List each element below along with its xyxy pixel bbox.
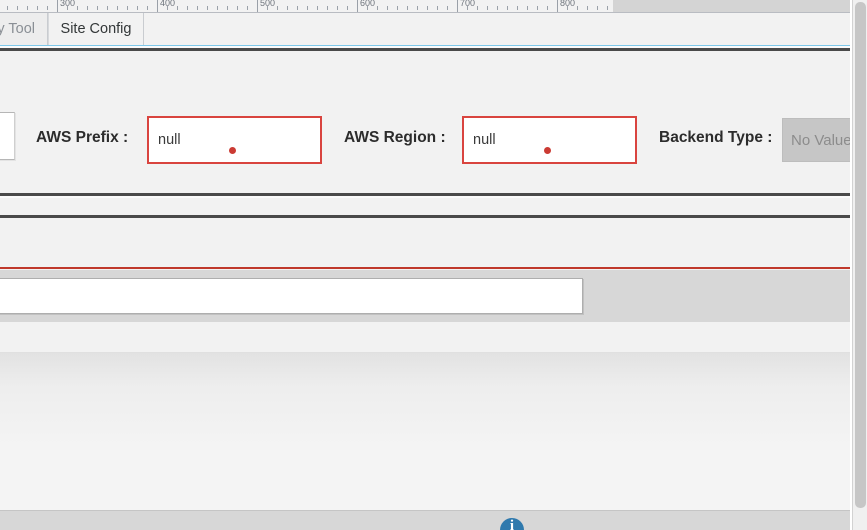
ruler-minor-tick xyxy=(337,6,338,10)
scrollbar-gutter xyxy=(850,0,852,530)
ruler-minor-tick xyxy=(517,6,518,10)
ruler-minor-tick xyxy=(177,6,178,10)
site-config-form: AWS Prefix : null AWS Region : null Back… xyxy=(0,51,867,193)
ruler-minor-tick xyxy=(597,6,598,10)
divider-mid-upper-highlight xyxy=(0,196,867,198)
tabbar-highlight-rule xyxy=(0,46,867,48)
ruler-minor-tick xyxy=(507,6,508,10)
ruler-tick-label: 600 xyxy=(360,0,376,8)
aws-region-label: AWS Region : xyxy=(344,129,446,146)
ruler-minor-tick xyxy=(317,6,318,10)
ruler-minor-tick xyxy=(87,6,88,10)
ruler-minor-tick xyxy=(107,6,108,10)
divider-top xyxy=(0,48,867,51)
ruler-minor-tick xyxy=(297,6,298,10)
ruler-minor-tick xyxy=(97,6,98,10)
error-rule xyxy=(0,267,867,269)
ruler-major-tick xyxy=(257,0,258,12)
ruler-minor-tick xyxy=(547,6,548,10)
ruler-minor-tick xyxy=(527,6,528,10)
ruler-tick-label: 400 xyxy=(160,0,176,8)
ruler-minor-tick xyxy=(127,6,128,10)
aws-prefix-input[interactable]: null xyxy=(147,116,322,164)
aws-region-error-marker-icon xyxy=(544,147,551,154)
ruler-tick-label: 500 xyxy=(260,0,276,8)
horizontal-ruler: 300 400 500 600 700 800 xyxy=(0,0,867,13)
ruler-minor-tick xyxy=(467,6,468,10)
tab-bar: y Tool Site Config xyxy=(0,13,867,46)
ruler-minor-tick xyxy=(447,6,448,10)
ruler-minor-tick xyxy=(227,6,228,10)
ruler-major-tick xyxy=(57,0,58,12)
status-bar xyxy=(0,510,867,530)
ruler-minor-tick xyxy=(247,6,248,10)
ruler-minor-tick xyxy=(147,6,148,10)
lower-text-input[interactable] xyxy=(0,278,583,314)
ruler-minor-tick xyxy=(407,6,408,10)
ruler-active-region xyxy=(0,0,613,13)
ruler-minor-tick xyxy=(37,6,38,10)
ruler-major-tick xyxy=(557,0,558,12)
ruler-minor-tick xyxy=(437,6,438,10)
ruler-minor-tick xyxy=(567,6,568,10)
ruler-minor-tick xyxy=(327,6,328,10)
ruler-minor-tick xyxy=(217,6,218,10)
ruler-minor-tick xyxy=(427,6,428,10)
ruler-minor-tick xyxy=(67,6,68,10)
ruler-major-tick xyxy=(357,0,358,12)
divider-mid-upper xyxy=(0,193,867,196)
ruler-minor-tick xyxy=(537,6,538,10)
ruler-major-tick xyxy=(457,0,458,12)
ruler-major-tick xyxy=(157,0,158,12)
tab-y-tool[interactable]: y Tool xyxy=(0,13,48,45)
ruler-minor-tick xyxy=(137,6,138,10)
spacer-band xyxy=(0,218,867,267)
tab-site-config[interactable]: Site Config xyxy=(48,13,144,45)
ruler-minor-tick xyxy=(77,6,78,10)
aws-region-input[interactable]: null xyxy=(462,116,637,164)
ruler-minor-tick xyxy=(237,6,238,10)
ruler-minor-tick xyxy=(607,6,608,10)
ruler-minor-tick xyxy=(577,6,578,10)
ruler-minor-tick xyxy=(267,6,268,10)
ruler-minor-tick xyxy=(397,6,398,10)
vertical-scrollbar[interactable] xyxy=(852,0,867,530)
aws-prefix-label: AWS Prefix : xyxy=(36,129,129,146)
aws-prefix-error-marker-icon xyxy=(229,147,236,154)
ruler-minor-tick xyxy=(287,6,288,10)
ruler-minor-tick xyxy=(7,6,8,10)
ruler-tick-label: 300 xyxy=(60,0,76,8)
ruler-minor-tick xyxy=(117,6,118,10)
ruler-minor-tick xyxy=(307,6,308,10)
ruler-tick-label: 700 xyxy=(460,0,476,8)
info-icon[interactable]: i xyxy=(500,518,524,530)
divider-mid-lower xyxy=(0,215,867,218)
ruler-minor-tick xyxy=(17,6,18,10)
ruler-minor-tick xyxy=(587,6,588,10)
lower-panel xyxy=(0,322,867,353)
ruler-minor-tick xyxy=(47,6,48,10)
ruler-minor-tick xyxy=(27,6,28,10)
clipped-text-input[interactable] xyxy=(0,112,15,160)
ruler-minor-tick xyxy=(417,6,418,10)
ruler-minor-tick xyxy=(277,6,278,10)
content-backdrop xyxy=(0,353,867,510)
ruler-minor-tick xyxy=(477,6,478,10)
ruler-minor-tick xyxy=(187,6,188,10)
scrollbar-thumb[interactable] xyxy=(855,2,866,508)
ruler-minor-tick xyxy=(377,6,378,10)
ruler-minor-tick xyxy=(367,6,368,10)
backend-type-label: Backend Type : xyxy=(659,129,773,146)
mid-band xyxy=(0,198,867,215)
ruler-minor-tick xyxy=(167,6,168,10)
ruler-tick-label: 800 xyxy=(560,0,576,8)
ruler-minor-tick xyxy=(347,6,348,10)
ruler-inactive-region xyxy=(613,0,867,13)
ruler-minor-tick xyxy=(387,6,388,10)
ruler-minor-tick xyxy=(207,6,208,10)
ruler-minor-tick xyxy=(497,6,498,10)
ruler-minor-tick xyxy=(487,6,488,10)
ruler-minor-tick xyxy=(197,6,198,10)
